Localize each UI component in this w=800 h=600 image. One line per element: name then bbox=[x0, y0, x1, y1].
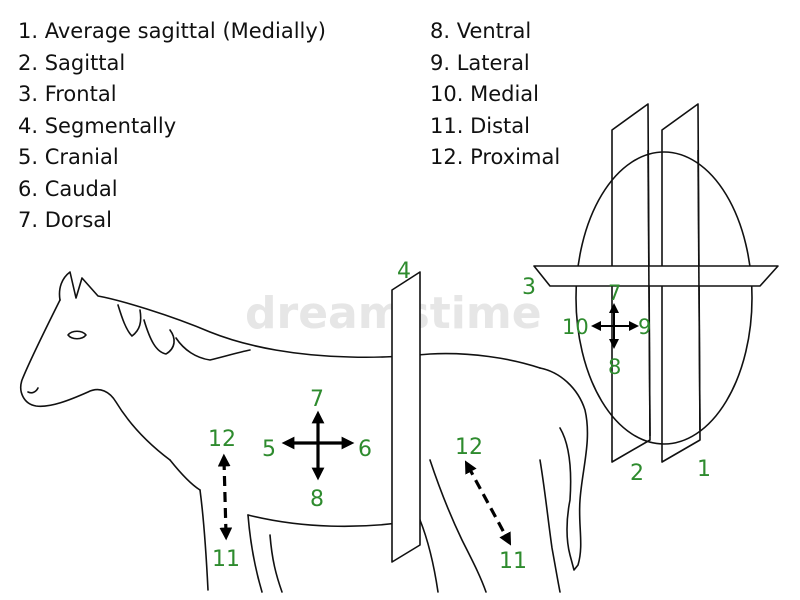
label-cross-ventral: 8 bbox=[608, 355, 621, 379]
label-cross-dorsal: 7 bbox=[608, 281, 621, 305]
legend-right: 8. Ventral 9. Lateral 10. Medial 11. Dis… bbox=[430, 16, 560, 174]
legend-item: 9. Lateral bbox=[430, 50, 530, 75]
cross-section-arrows bbox=[591, 303, 639, 349]
legend-item: 3. Frontal bbox=[18, 82, 117, 106]
legend-item: 7. Dorsal bbox=[18, 208, 113, 232]
label-plane-1: 1 bbox=[697, 457, 711, 482]
label-hind-distal: 11 bbox=[499, 549, 527, 574]
planes-diagram bbox=[533, 103, 779, 463]
label-cranial: 5 bbox=[262, 437, 276, 462]
label-caudal: 6 bbox=[358, 437, 372, 462]
label-fore-distal: 11 bbox=[212, 547, 240, 572]
label-cross-lateral: 9 bbox=[638, 315, 651, 339]
legend-item: 2. Sagittal bbox=[18, 50, 126, 75]
body-cross-section bbox=[575, 151, 753, 445]
legend-item: 4. Segmentally bbox=[18, 113, 177, 138]
legend-item: 5. Cranial bbox=[18, 145, 119, 169]
label-hind-proximal: 12 bbox=[455, 435, 483, 460]
hindleg-arrow bbox=[464, 460, 512, 546]
legend-left: 1. Average sagittal (Medially) 2. Sagitt… bbox=[18, 16, 326, 237]
label-cross-medial: 10 bbox=[562, 315, 589, 339]
plane-segmental bbox=[391, 271, 421, 563]
legend-item: 11. Distal bbox=[430, 113, 530, 138]
foreleg-arrow bbox=[217, 453, 233, 541]
label-plane-4: 4 bbox=[397, 259, 411, 284]
legend-item: 8. Ventral bbox=[430, 19, 532, 43]
label-ventral: 8 bbox=[310, 487, 324, 512]
plane-frontal bbox=[533, 265, 779, 287]
body-arrows bbox=[281, 410, 355, 481]
label-plane-2: 2 bbox=[630, 461, 644, 486]
label-plane-3: 3 bbox=[522, 275, 536, 300]
legend-item: 10. Medial bbox=[430, 82, 539, 106]
horse-outline bbox=[20, 271, 589, 593]
legend-item: 12. Proximal bbox=[430, 145, 561, 169]
label-dorsal: 7 bbox=[310, 387, 324, 412]
legend-item: 6. Caudal bbox=[18, 176, 118, 201]
label-fore-proximal: 12 bbox=[208, 427, 236, 452]
legend-item: 1. Average sagittal (Medially) bbox=[18, 19, 326, 43]
